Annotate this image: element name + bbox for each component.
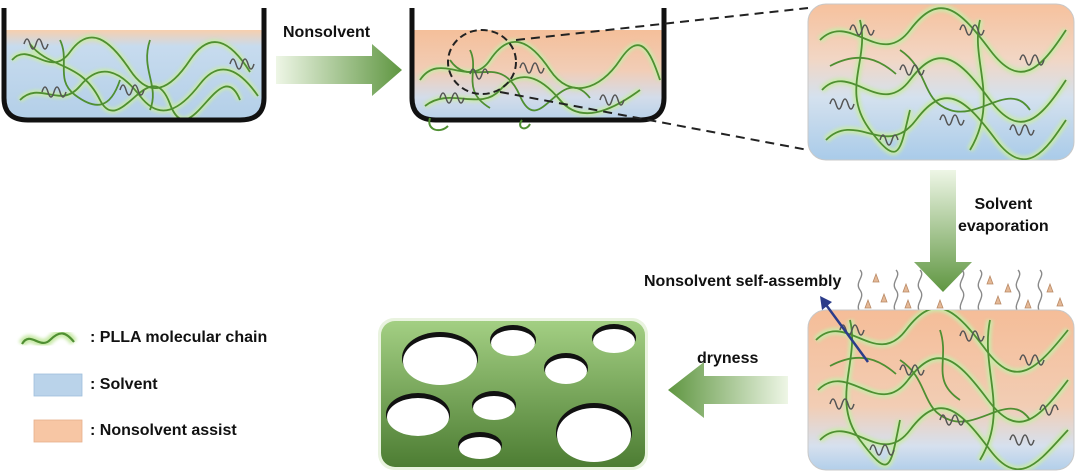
label-solvent-evaporation-line2: evaporation xyxy=(958,218,1049,235)
arrow-dryness xyxy=(668,362,788,418)
zoom-circle xyxy=(447,29,517,95)
zoom-panel xyxy=(807,3,1075,161)
label-nonsolvent: Nonsolvent xyxy=(283,24,371,41)
legend-chain-icon xyxy=(18,329,78,347)
beaker-nonsolvent-added xyxy=(409,8,667,132)
label-solvent-evaporation: Solvent evaporation xyxy=(958,194,1049,238)
evaporation-panel xyxy=(807,309,1075,471)
pore-icons xyxy=(386,324,636,462)
legend-nonsolvent-label: : Nonsolvent assist xyxy=(90,422,237,439)
legend-solvent-swatch xyxy=(33,373,83,397)
beaker1-chains xyxy=(9,34,261,120)
droplet-icon xyxy=(864,272,1064,309)
legend-chain-label: : PLLA molecular chain xyxy=(90,329,268,346)
legend-solvent-label: : Solvent xyxy=(90,376,158,393)
legend-nonsolvent-swatch xyxy=(33,419,83,443)
label-dryness: dryness xyxy=(697,350,759,367)
porous-film xyxy=(378,318,648,470)
self-assembly-arrow xyxy=(820,296,870,363)
zoom-line-bottom xyxy=(499,91,809,151)
arrow-nonsolvent xyxy=(276,44,402,96)
arrow-solvent-evaporation xyxy=(914,170,972,292)
zoom-line-top xyxy=(515,7,809,41)
beaker-solvent xyxy=(1,8,267,123)
vapor-icon xyxy=(857,269,1043,313)
label-nonsolvent-self-assembly: Nonsolvent self-assembly xyxy=(644,273,842,290)
label-solvent-evaporation-line1: Solvent xyxy=(974,196,1033,213)
